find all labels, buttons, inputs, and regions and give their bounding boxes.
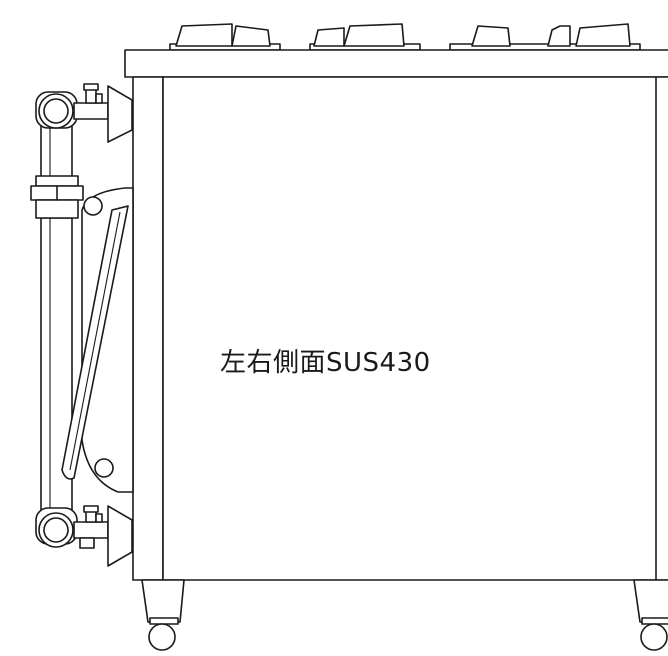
left-side-panel xyxy=(132,76,164,581)
caster-wheel xyxy=(148,623,176,651)
trivet-block xyxy=(575,23,631,47)
bracket-hole xyxy=(94,458,114,478)
trivet-block xyxy=(343,23,405,47)
leg-body xyxy=(633,579,668,623)
valve-nozzle-top xyxy=(107,85,133,143)
valve-nozzle-bottom xyxy=(107,505,133,567)
trivet-block xyxy=(231,25,271,47)
bracket-plate xyxy=(81,187,134,493)
trivet-block xyxy=(313,27,345,47)
valve-body-bottom xyxy=(73,521,109,539)
leg-right xyxy=(633,579,668,651)
caster-mount xyxy=(149,617,179,625)
burner-caps xyxy=(169,23,641,51)
pipe-coupling-ring xyxy=(35,175,79,187)
valve-body-top xyxy=(73,102,109,120)
caster-wheel xyxy=(640,623,668,651)
trivet-block xyxy=(471,25,511,47)
trivet-block xyxy=(547,25,571,47)
trivet-block xyxy=(175,23,233,47)
caster-mount xyxy=(641,617,668,625)
cabinet-body xyxy=(132,76,668,581)
diagonal-strut xyxy=(61,196,129,480)
pipe-coupling-ring xyxy=(35,199,79,219)
top-slab xyxy=(124,49,668,78)
strut-pivot xyxy=(83,196,103,216)
leg-left xyxy=(141,579,185,651)
gas-pipe-assembly xyxy=(30,83,133,567)
leg-body xyxy=(141,579,185,623)
side-panel-material-label: 左右側面SUS430 xyxy=(220,348,431,378)
side-panel-face xyxy=(162,76,668,581)
